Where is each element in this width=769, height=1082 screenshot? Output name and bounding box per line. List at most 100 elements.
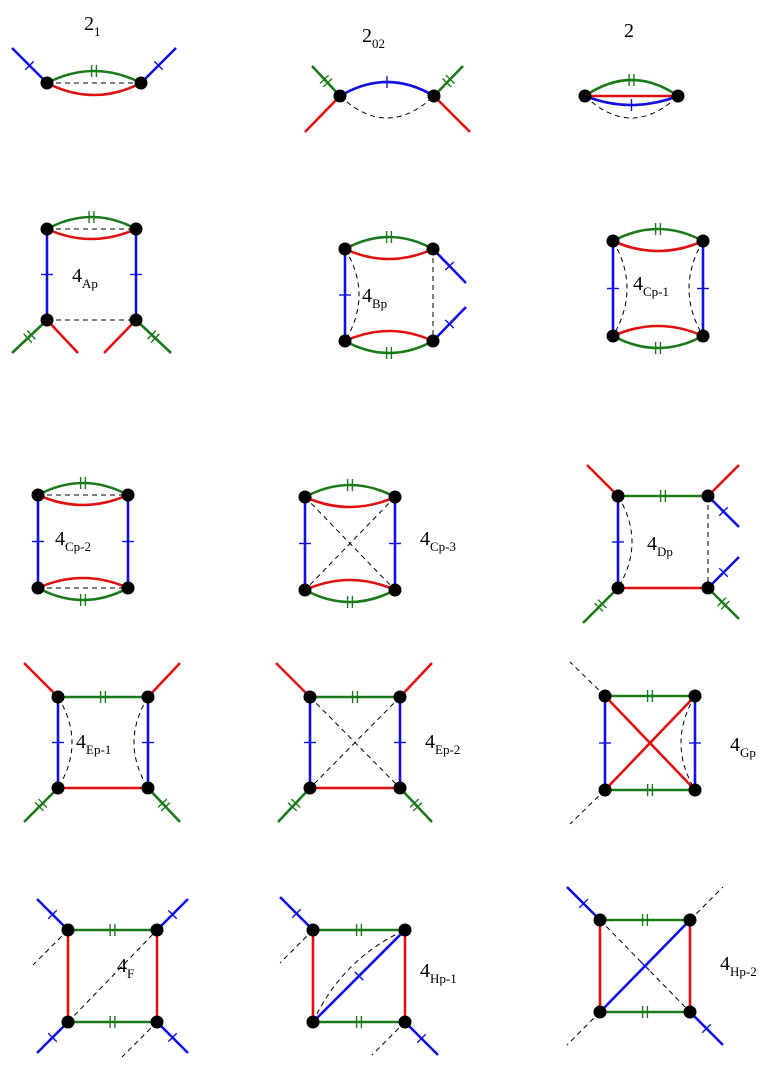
blue-line-5-tick (153, 60, 164, 71)
label-2-02: 202 (362, 25, 385, 51)
red-line-120 (275, 662, 311, 698)
blue-line-4-tick (24, 60, 35, 71)
green-line-109 (147, 787, 181, 823)
vertex-169 (398, 1015, 412, 1029)
vertex-140 (688, 783, 702, 797)
dashed-line-150 (32, 929, 69, 966)
vertex-46 (426, 242, 440, 256)
label-4-gp: 4Gp (730, 734, 756, 760)
green-line-95 (707, 587, 740, 620)
green-line-31-tick (150, 333, 160, 343)
green-line-109-tick (157, 798, 168, 808)
label-4-bp: 4Bp (362, 285, 387, 311)
vertex-125 (393, 690, 407, 704)
green-line-31-tick (147, 330, 157, 340)
red-line-29 (46, 319, 79, 354)
vertex-110 (51, 690, 65, 704)
red-line-2 (46, 81, 142, 97)
blue-line-160-tick (354, 971, 364, 981)
label-4-hp-1: 4Hp-1 (420, 960, 457, 986)
label-4-ap: 4Ap (72, 265, 98, 291)
label-4-dp: 4Dp (647, 533, 673, 559)
vertex-182 (593, 1005, 607, 1019)
blue-line-174-tick (640, 961, 650, 971)
vertex-6 (40, 76, 54, 90)
dashed-line-179 (566, 1011, 601, 1046)
green-line-12-tick (445, 74, 455, 84)
vertex-98 (611, 581, 625, 595)
blue-line-92-tick (718, 506, 729, 517)
green-line-61 (37, 481, 129, 497)
dashed-line-135 (569, 661, 606, 697)
vertex-137 (598, 689, 612, 703)
vertex-155 (150, 1015, 164, 1029)
green-line-108-tick (37, 798, 48, 809)
vertex-124 (303, 690, 317, 704)
dashed-line-78 (304, 496, 396, 591)
vertex-166 (306, 923, 320, 937)
vertex-69 (31, 488, 45, 502)
green-line-28-tick (26, 330, 36, 340)
dashed-line-54 (688, 240, 704, 337)
blue-line-149-tick (167, 1032, 178, 1043)
green-line-122-tick (290, 798, 301, 808)
dashed-line-178 (689, 886, 724, 921)
vertex-57 (606, 234, 620, 248)
vertex-84 (388, 583, 402, 597)
vertex-139 (598, 783, 612, 797)
vertex-97 (701, 489, 715, 503)
dashed-line-136 (569, 789, 606, 825)
vertex-183 (683, 1005, 697, 1019)
red-line-132 (604, 695, 696, 791)
blue-line-93-tick (718, 567, 729, 578)
green-line-42 (344, 339, 434, 355)
green-line-95-tick (717, 597, 727, 607)
vertex-71 (31, 581, 45, 595)
red-line-74 (304, 495, 396, 509)
red-line-30 (103, 319, 137, 354)
label-2: 2 (624, 20, 634, 42)
green-line-94-tick (594, 602, 604, 612)
red-line-121 (399, 662, 433, 698)
red-line-41 (344, 329, 434, 343)
red-line-107 (147, 662, 181, 698)
dashed-line-53 (612, 240, 628, 337)
blue-line-147-tick (167, 909, 178, 920)
vertex-45 (338, 242, 352, 256)
green-line-10 (311, 65, 341, 97)
green-line-94 (582, 587, 619, 624)
green-line-68 (37, 586, 129, 602)
vertex-126 (303, 781, 317, 795)
vertex-32 (40, 222, 54, 236)
green-line-1 (46, 69, 142, 85)
blue-line-177-tick (701, 1023, 712, 1034)
vertex-153 (150, 923, 164, 937)
dashed-line-104 (133, 696, 149, 789)
red-line-37 (344, 247, 434, 261)
green-line-16 (584, 78, 679, 98)
label-4-cp-1: 4Cp-1 (633, 273, 669, 299)
label-4-cp-2: 4Cp-2 (55, 528, 91, 554)
vertex-168 (306, 1015, 320, 1029)
vertex-21 (671, 89, 685, 103)
dashed-line-151 (121, 1021, 158, 1058)
vertex-154 (61, 1015, 75, 1029)
vertex-180 (593, 913, 607, 927)
green-line-12 (433, 65, 464, 97)
red-line-55 (612, 324, 704, 338)
dashed-line-145 (67, 929, 158, 1023)
vertex-34 (40, 313, 54, 327)
vertex-83 (298, 583, 312, 597)
green-line-49 (612, 227, 704, 243)
vertex-127 (393, 781, 407, 795)
green-line-56 (612, 334, 704, 350)
red-line-23 (46, 227, 137, 241)
dashed-line-19 (584, 95, 679, 119)
vertex-15 (427, 89, 441, 103)
dashed-line-165 (371, 1021, 406, 1056)
blue-line-176-tick (578, 898, 589, 909)
vertex-58 (696, 234, 710, 248)
blue-line-163-tick (416, 1033, 427, 1044)
green-line-10-tick (322, 78, 333, 88)
green-line-123 (399, 787, 433, 823)
